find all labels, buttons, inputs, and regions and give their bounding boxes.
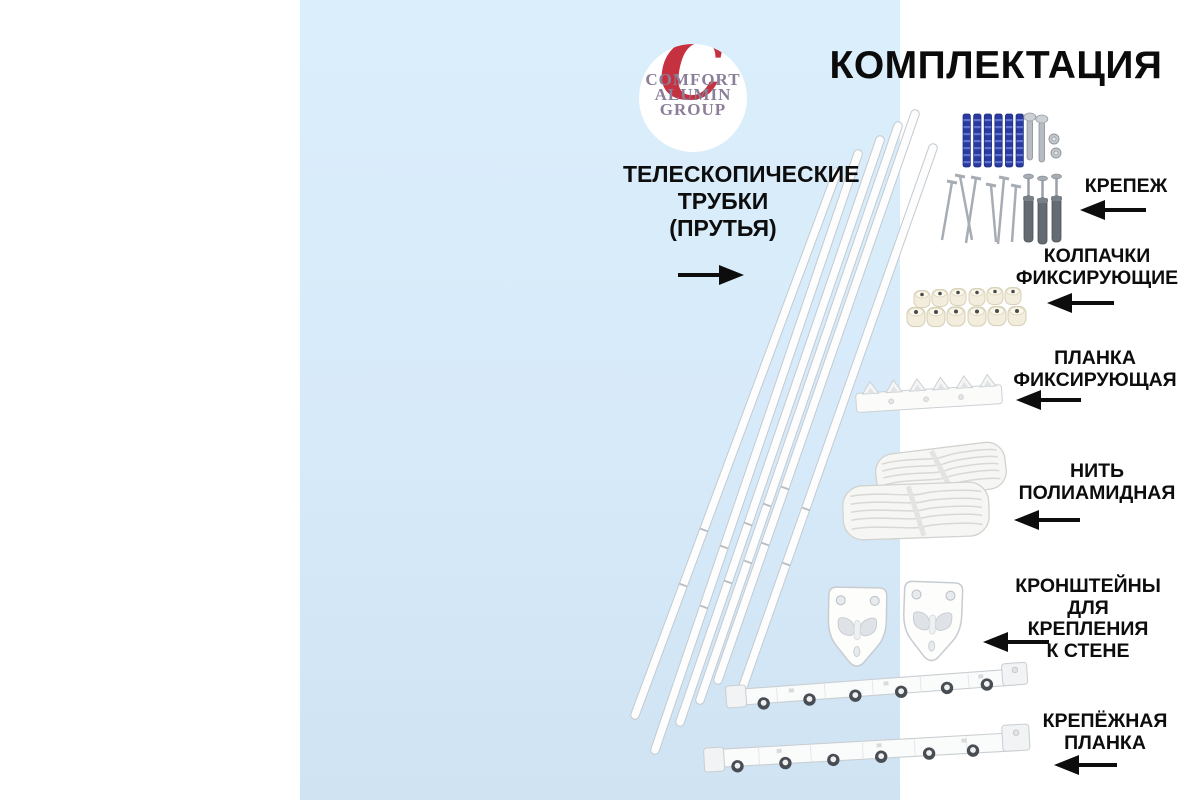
callout-wall-brackets: КРОНШТЕЙНЫ ДЛЯ КРЕПЛЕНИЯ К СТЕНЕ	[1015, 575, 1161, 662]
fixing-caps	[906, 287, 1027, 328]
arrow-brackets-left	[983, 631, 1049, 653]
polyamide-cord	[842, 441, 1007, 541]
arrow-tubes-right	[678, 264, 744, 286]
mounting-bars	[703, 661, 1031, 773]
parts-illustration	[630, 109, 1062, 773]
telescopic-tubes	[630, 109, 938, 755]
fixing-bar	[855, 373, 1003, 413]
brand-line: COMFORT	[645, 70, 741, 89]
callout-cord: НИТЬ ПОЛИАМИДНАЯ	[1018, 460, 1176, 504]
brand-name: COMFORT ALUMIN GROUP	[639, 70, 747, 119]
nails	[940, 173, 1022, 245]
dowel-nails	[1023, 173, 1062, 245]
infographic-panel: C COMFORT ALUMIN GROUP КОМПЛЕКТАЦИЯ ТЕЛЕ…	[300, 0, 1178, 800]
arrow-fasteners-left	[1080, 199, 1146, 221]
callout-telescopic-tubes: ТЕЛЕСКОПИЧЕСКИЕ ТРУБКИ (ПРУТЬЯ)	[623, 161, 860, 241]
callout-fasteners: КРЕПЕЖ	[1084, 175, 1168, 197]
anchor-dowels	[962, 113, 1024, 168]
callout-mounting-bar: КРЕПЁЖНАЯ ПЛАНКА	[1042, 710, 1168, 754]
brand-monogram: C	[659, 44, 725, 119]
brand-line: GROUP	[659, 100, 727, 119]
brand-line: ALUMIN	[654, 85, 732, 104]
callout-fixing-caps: КОЛПАЧКИ ФИКСИРУЮЩИЕ	[1015, 245, 1179, 289]
arrow-cord-left	[1014, 509, 1080, 531]
wall-brackets	[826, 580, 964, 668]
arrow-fixing-bar-left	[1016, 389, 1081, 411]
arrow-caps-left	[1047, 292, 1114, 314]
brand-logo: C COMFORT ALUMIN GROUP	[639, 44, 747, 152]
callout-fixing-bar: ПЛАНКА ФИКСИРУЮЩАЯ	[1013, 347, 1177, 391]
screws-and-nuts	[1023, 112, 1062, 163]
page-title: КОМПЛЕКТАЦИЯ	[829, 44, 1163, 87]
arrow-mounting-bar-left	[1054, 754, 1117, 776]
